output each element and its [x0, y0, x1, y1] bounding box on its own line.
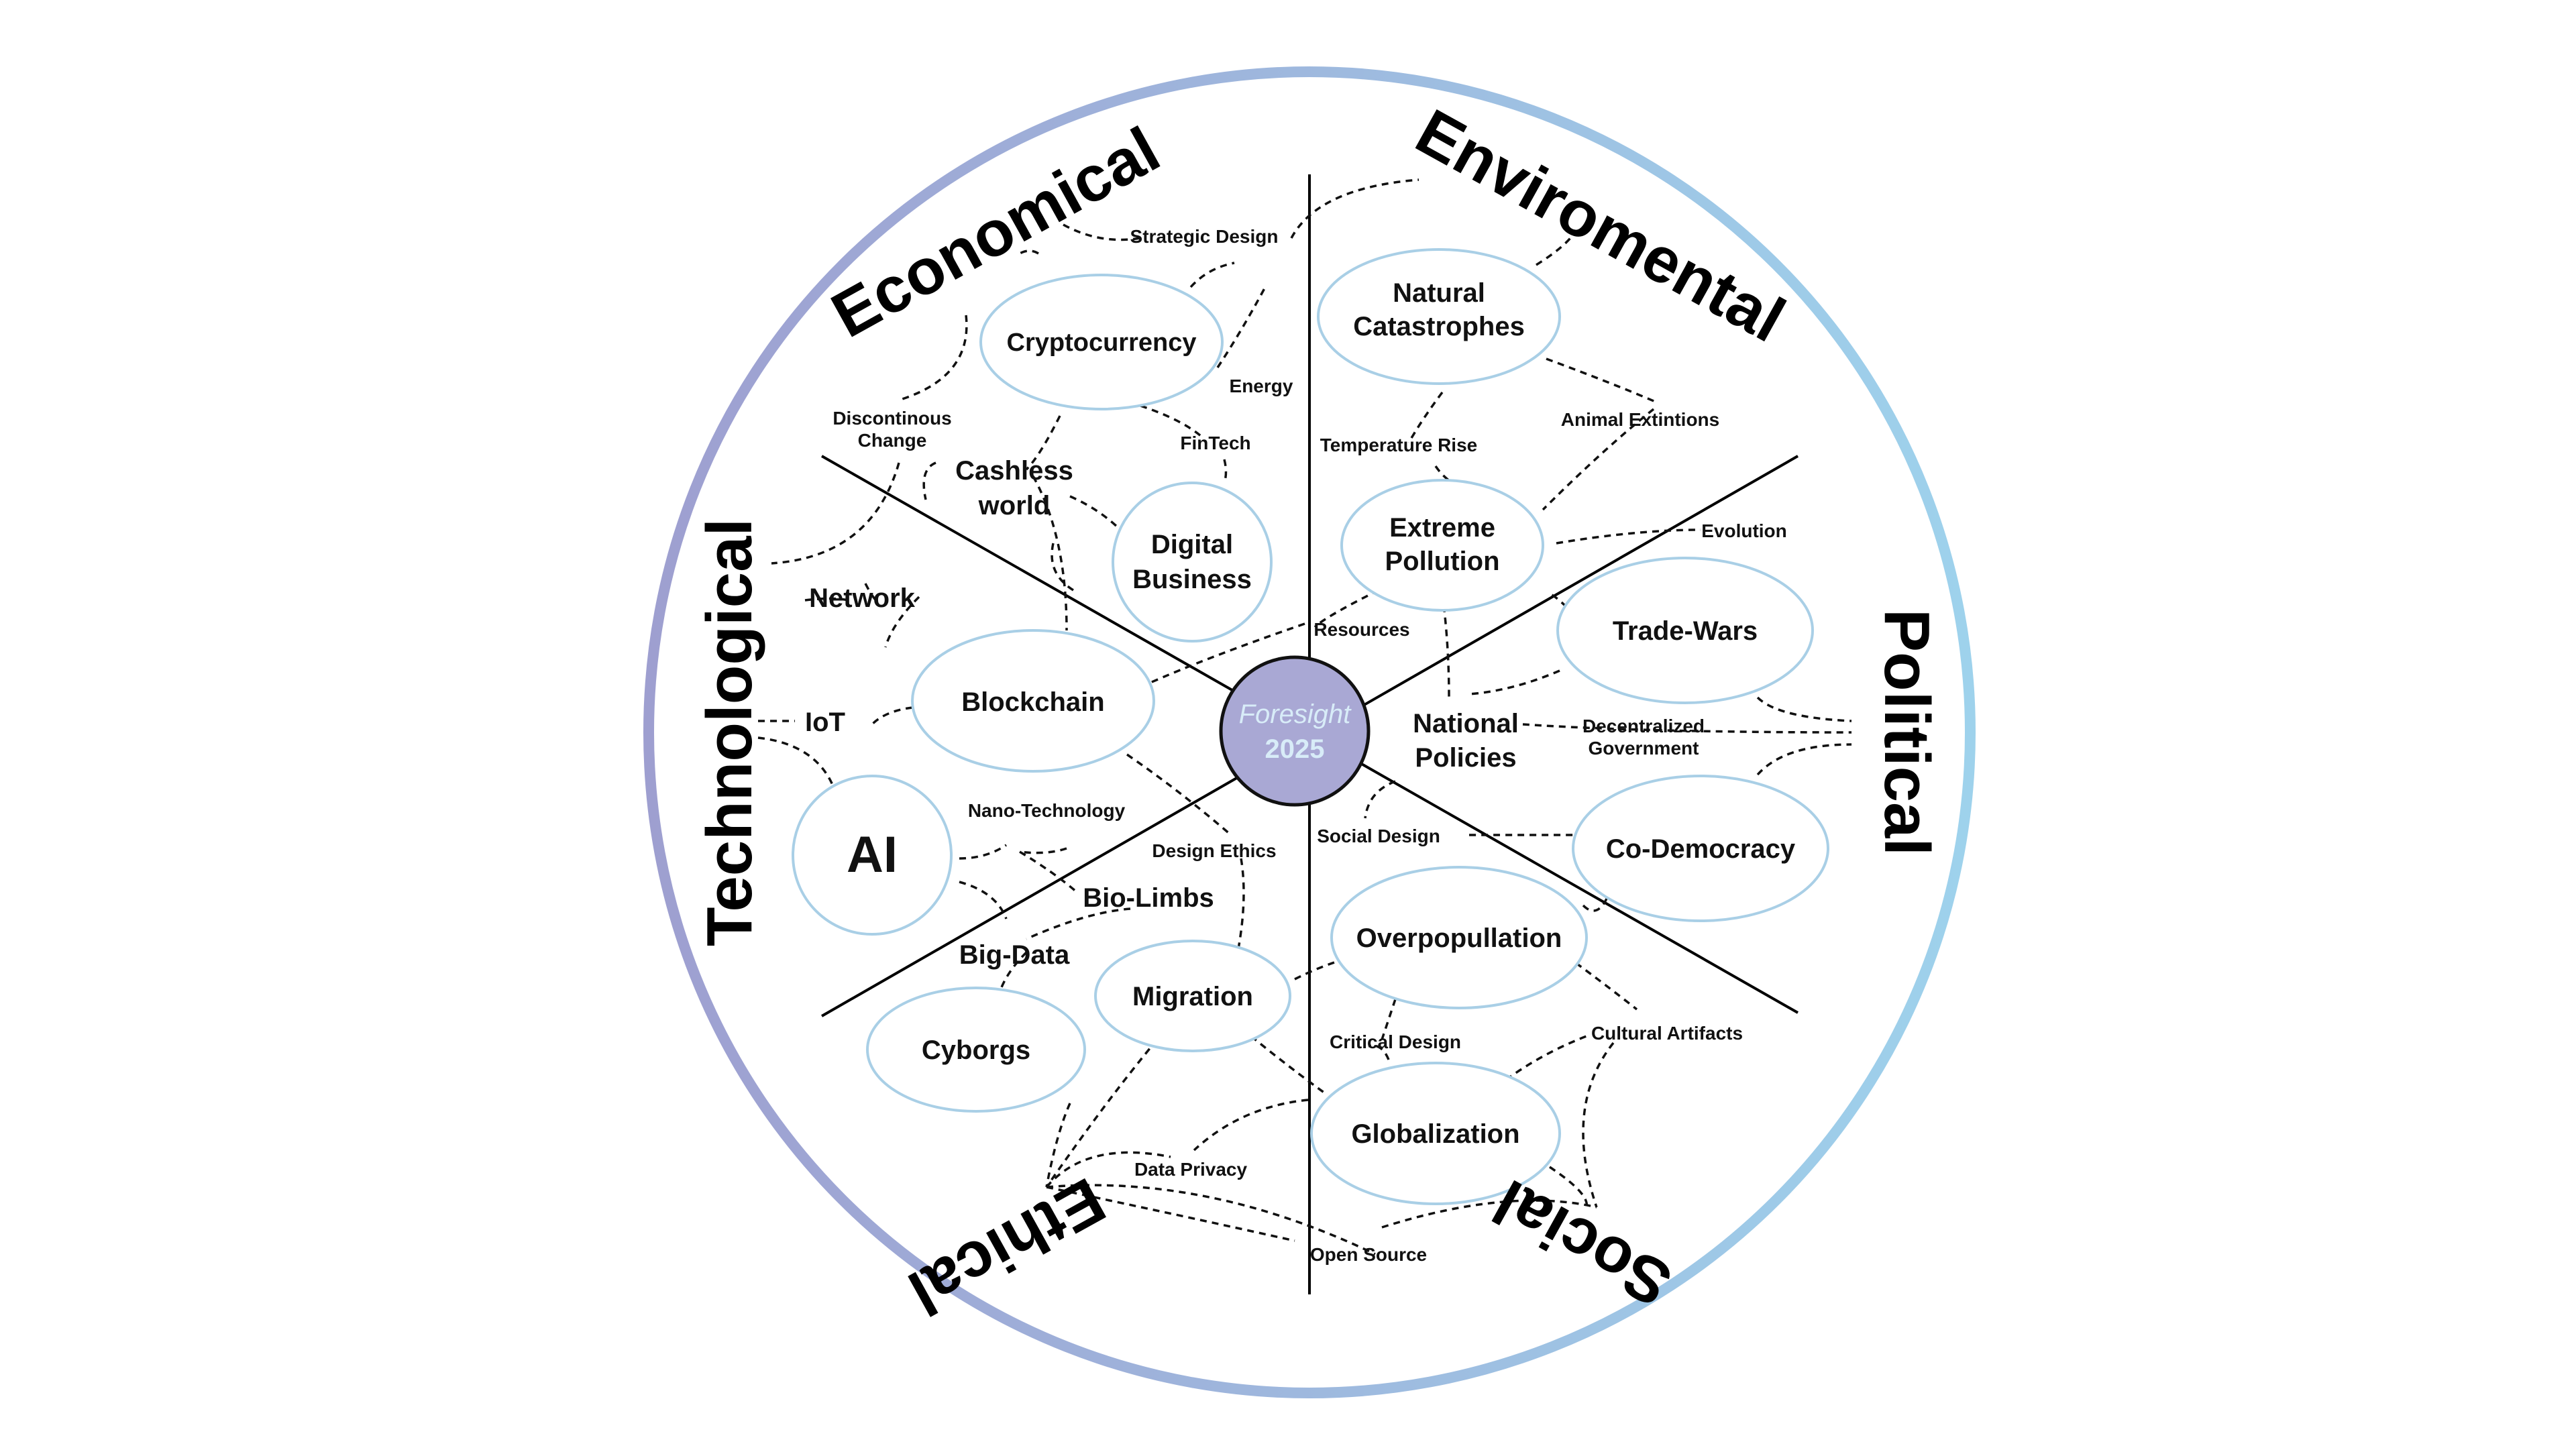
- label-natural-catastrophes-2: Catastrophes: [1353, 312, 1525, 341]
- label-discontinous-change-2: Change: [858, 430, 927, 451]
- connectors: [757, 178, 1852, 1255]
- sector-ethical: Ethical: [897, 1164, 1116, 1329]
- node-labels: Cryptocurrency Natural Catastrophes Digi…: [847, 278, 1796, 1149]
- label-blockchain: Blockchain: [961, 687, 1104, 717]
- label-open-source: Open Source: [1310, 1244, 1427, 1265]
- label-data-privacy: Data Privacy: [1134, 1159, 1248, 1180]
- label-cashless-world-1: Cashless: [955, 456, 1073, 486]
- node-natural-catastrophes: [1317, 248, 1561, 385]
- label-extreme-pollution-2: Pollution: [1385, 547, 1499, 576]
- center-circle: [1219, 655, 1371, 807]
- label-network: Network: [809, 583, 916, 613]
- label-globalization: Globalization: [1351, 1119, 1519, 1149]
- node-migration: [1094, 940, 1291, 1052]
- label-big-data: Big-Data: [959, 940, 1070, 970]
- label-cultural-artifacts: Cultural Artifacts: [1591, 1023, 1743, 1044]
- node-cryptocurrency: [979, 274, 1224, 410]
- label-decentralized-government-1: Decentralized: [1582, 716, 1705, 736]
- node-cyborgs: [866, 987, 1086, 1113]
- label-trade-wars: Trade-Wars: [1613, 616, 1758, 646]
- sector-political: Political: [1871, 609, 1943, 856]
- label-migration: Migration: [1132, 982, 1253, 1011]
- label-ai: AI: [847, 826, 898, 883]
- label-nano-technology: Nano-Technology: [968, 800, 1126, 821]
- label-energy: Energy: [1230, 376, 1293, 396]
- nodes: [792, 248, 1829, 1205]
- node-ai: [792, 775, 953, 936]
- label-resources: Resources: [1313, 619, 1409, 640]
- label-national-policies-1: National: [1413, 709, 1519, 738]
- label-cryptocurrency: Cryptocurrency: [1007, 329, 1197, 357]
- node-trade-wars: [1556, 557, 1814, 704]
- node-co-democracy: [1572, 775, 1829, 922]
- connector-labels: Strategic Design Energy Temperature Rise…: [805, 226, 1787, 1265]
- label-animal-extintions: Animal Extintions: [1561, 409, 1719, 430]
- sector-social: Social: [1483, 1166, 1683, 1321]
- label-fintech: FinTech: [1180, 433, 1250, 453]
- node-extreme-pollution: [1340, 479, 1544, 612]
- label-temperature-rise: Temperature Rise: [1320, 435, 1477, 455]
- node-digital-business: [1112, 482, 1273, 643]
- label-bio-limbs: Bio-Limbs: [1083, 883, 1214, 913]
- node-overpopulation: [1330, 866, 1588, 1009]
- label-overpopulation: Overpopullation: [1356, 924, 1562, 953]
- sector-technological: Technological: [694, 518, 765, 946]
- label-critical-design: Critical Design: [1330, 1031, 1461, 1052]
- label-iot: IoT: [805, 708, 845, 737]
- label-strategic-design: Strategic Design: [1130, 226, 1279, 247]
- label-digital-business-2: Business: [1132, 565, 1252, 594]
- label-extreme-pollution-1: Extreme: [1389, 513, 1495, 543]
- label-co-democracy: Co-Democracy: [1606, 834, 1796, 864]
- label-discontinous-change-1: Discontinous: [833, 408, 951, 429]
- outer-ring: [643, 66, 1976, 1398]
- label-decentralized-government-2: Government: [1589, 738, 1699, 759]
- label-natural-catastrophes-1: Natural: [1393, 278, 1485, 308]
- center-title: Foresight: [1239, 700, 1352, 729]
- label-national-policies-2: Policies: [1415, 743, 1516, 773]
- label-cashless-world-2: world: [978, 491, 1051, 520]
- center-year: 2025: [1265, 734, 1325, 764]
- node-globalization: [1310, 1062, 1561, 1205]
- label-cyborgs: Cyborgs: [922, 1036, 1030, 1065]
- label-digital-business-1: Digital: [1151, 530, 1233, 559]
- label-evolution: Evolution: [1701, 520, 1787, 541]
- label-design-ethics: Design Ethics: [1152, 840, 1276, 861]
- label-social-design: Social Design: [1317, 826, 1440, 846]
- node-blockchain: [911, 629, 1155, 773]
